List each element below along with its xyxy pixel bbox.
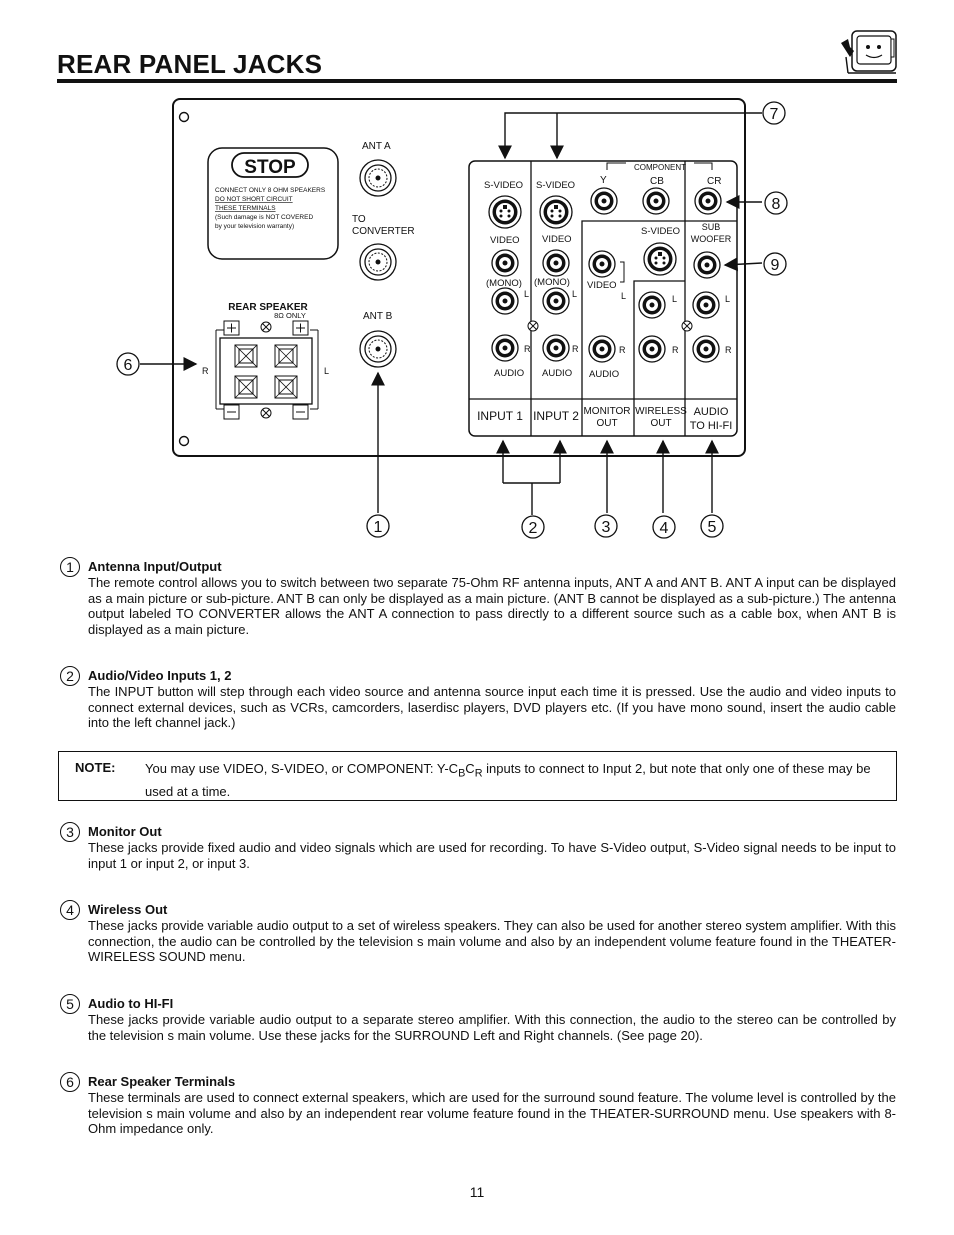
section-body: These jacks provide fixed audio and vide… bbox=[88, 840, 896, 871]
section-heading: Rear Speaker Terminals bbox=[88, 1074, 236, 1089]
in2-r-label: R bbox=[572, 344, 579, 354]
section-heading: Audio to HI-FI bbox=[88, 996, 174, 1011]
in1-svideo-label: S-VIDEO bbox=[484, 180, 523, 191]
speaker-l-label: L bbox=[324, 366, 329, 376]
section-heading: Audio/Video Inputs 1, 2 bbox=[88, 668, 232, 683]
monitor-r-label: R bbox=[619, 345, 626, 355]
page-title: REAR PANEL JACKS bbox=[57, 49, 323, 79]
monitor-audio-label: AUDIO bbox=[589, 369, 619, 380]
section-heading: Monitor Out bbox=[88, 824, 162, 839]
page-number: 11 bbox=[469, 1184, 485, 1200]
wireless-l-label: L bbox=[672, 294, 677, 304]
in2-mono-label: (MONO) bbox=[534, 277, 570, 288]
speaker-r-label: R bbox=[202, 366, 209, 376]
callout-1: 1 bbox=[374, 519, 383, 536]
callout-2: 2 bbox=[529, 520, 538, 537]
warning-line-3: THESE TERMINALS bbox=[215, 205, 276, 212]
audio-to-label: AUDIO bbox=[694, 406, 729, 418]
in1-mono-label: (MONO) bbox=[486, 278, 522, 289]
wireless-out-label: OUT bbox=[650, 418, 671, 429]
tv-mascot-icon bbox=[841, 30, 897, 74]
warning-line-5: by your television warranty) bbox=[215, 223, 294, 230]
section-number: 2 bbox=[60, 666, 80, 686]
hifi-r-label: R bbox=[725, 345, 732, 355]
in2-video-label: VIDEO bbox=[542, 234, 572, 245]
rear-panel-diagram: STOP CONNECT ONLY 8 OHM SPEAKERS DO NOT … bbox=[116, 98, 788, 539]
ant-b-label: ANT B bbox=[363, 311, 393, 322]
warning-line-2: DO NOT SHORT CIRCUIT bbox=[215, 196, 293, 203]
section-rear-speaker: 6 Rear Speaker Terminals These terminals… bbox=[60, 1072, 900, 1137]
in2-svideo-label: S-VIDEO bbox=[536, 180, 575, 191]
note-box: NOTE: You may use VIDEO, S-VIDEO, or COM… bbox=[58, 751, 897, 801]
sub-label: SUB bbox=[702, 222, 721, 232]
section-body: These jacks provide variable audio outpu… bbox=[88, 918, 896, 964]
callout-8: 8 bbox=[772, 196, 781, 213]
input1-label: INPUT 1 bbox=[477, 409, 523, 423]
section-audio-hifi: 5 Audio to HI-FI These jacks provide var… bbox=[60, 994, 900, 1043]
warning-line-1: CONNECT ONLY 8 OHM SPEAKERS bbox=[215, 187, 326, 194]
in2-l-label: L bbox=[572, 289, 577, 299]
section-number: 4 bbox=[60, 900, 80, 920]
in2-audio-label: AUDIO bbox=[542, 368, 572, 379]
in1-r-label: R bbox=[524, 344, 531, 354]
y-label: Y bbox=[600, 175, 607, 186]
wireless-r-label: R bbox=[672, 345, 679, 355]
cr-label: CR bbox=[707, 176, 721, 187]
converter-label: CONVERTER bbox=[352, 226, 415, 237]
callout-4: 4 bbox=[660, 520, 669, 537]
warning-line-4: (Such damage is NOT COVERED bbox=[215, 214, 313, 221]
section-body: These jacks provide variable audio outpu… bbox=[88, 1012, 896, 1043]
callout-6: 6 bbox=[124, 357, 133, 374]
ant-a-label: ANT A bbox=[362, 141, 391, 152]
cb-label: CB bbox=[650, 176, 664, 187]
in1-video-label: VIDEO bbox=[490, 235, 520, 246]
in1-audio-label: AUDIO bbox=[494, 368, 524, 379]
to-label: TO bbox=[352, 214, 366, 225]
callout-3: 3 bbox=[602, 519, 611, 536]
section-body: The remote control allows you to switch … bbox=[88, 575, 896, 637]
input2-label: INPUT 2 bbox=[533, 409, 579, 423]
section-body: The INPUT button will step through each … bbox=[88, 684, 896, 730]
section-av-inputs: 2 Audio/Video Inputs 1, 2 The INPUT butt… bbox=[60, 666, 900, 731]
section-number: 6 bbox=[60, 1072, 80, 1092]
monitor-out-label: OUT bbox=[596, 418, 617, 429]
monitor-l-label: L bbox=[621, 291, 626, 301]
stop-label: STOP bbox=[244, 157, 296, 178]
rear-speaker-label: REAR SPEAKER bbox=[228, 302, 308, 313]
section-number: 5 bbox=[60, 994, 80, 1014]
callout-7: 7 bbox=[770, 106, 779, 123]
speaker-terminal-block bbox=[219, 337, 313, 405]
callout-9: 9 bbox=[771, 257, 780, 274]
section-heading: Wireless Out bbox=[88, 902, 168, 917]
section-number: 3 bbox=[60, 822, 80, 842]
monitor-label: MONITOR bbox=[583, 406, 630, 417]
wireless-label: WIRELESS bbox=[635, 406, 687, 417]
eight-ohm-label: 8Ω ONLY bbox=[274, 311, 306, 320]
callout-5: 5 bbox=[708, 519, 717, 536]
in1-l-label: L bbox=[524, 289, 529, 299]
note-text: You may use VIDEO, S-VIDEO, or COMPONENT… bbox=[145, 761, 871, 799]
monitor-svideo-label: S-VIDEO bbox=[641, 226, 680, 237]
title-rule bbox=[57, 79, 897, 83]
monitor-video-label: VIDEO bbox=[587, 280, 617, 291]
av-jack-block bbox=[468, 160, 738, 437]
section-monitor-out: 3 Monitor Out These jacks provide fixed … bbox=[60, 822, 900, 871]
to-hifi-label: TO HI-FI bbox=[690, 420, 733, 432]
section-wireless-out: 4 Wireless Out These jacks provide varia… bbox=[60, 900, 900, 965]
section-number: 1 bbox=[60, 557, 80, 577]
section-body: These terminals are used to connect exte… bbox=[88, 1090, 896, 1136]
woofer-label: WOOFER bbox=[691, 234, 732, 244]
section-antenna: 1 Antenna Input/Output The remote contro… bbox=[60, 557, 900, 637]
component-label: COMPONENT bbox=[634, 163, 686, 172]
note-label: NOTE: bbox=[75, 760, 116, 775]
section-heading: Antenna Input/Output bbox=[88, 559, 222, 574]
hifi-l-label: L bbox=[725, 294, 730, 304]
